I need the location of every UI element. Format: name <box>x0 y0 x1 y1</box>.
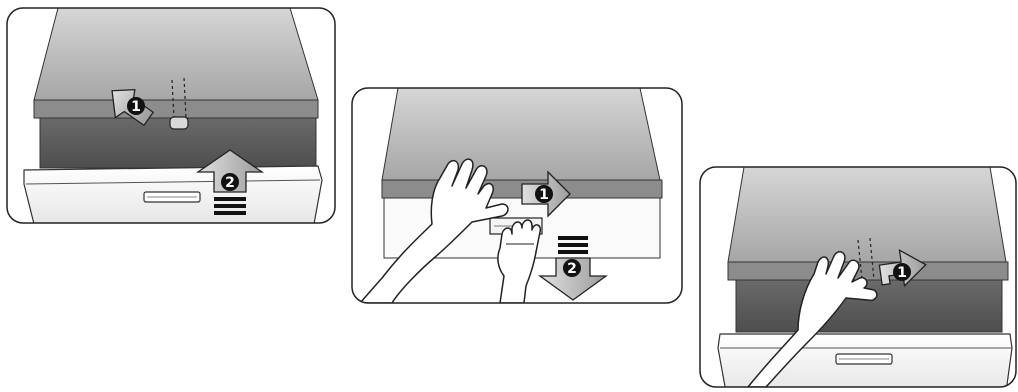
lid-top <box>34 8 318 100</box>
printer-body <box>736 280 1002 332</box>
right-hand <box>498 220 540 303</box>
step-2-label: 2 <box>225 175 235 191</box>
step-1-label: 1 <box>897 265 907 281</box>
panel-1: 1 2 <box>7 8 335 224</box>
step-2-label: 2 <box>567 261 577 277</box>
panel-2: 1 2 <box>352 88 682 303</box>
step-1-label: 1 <box>131 99 141 115</box>
lid-band <box>728 262 1008 280</box>
lid-top <box>728 167 1006 262</box>
step-1-label: 1 <box>539 187 549 203</box>
panel-3: 1 <box>700 167 1016 392</box>
lid-top <box>382 88 660 180</box>
lid-band <box>34 100 318 118</box>
